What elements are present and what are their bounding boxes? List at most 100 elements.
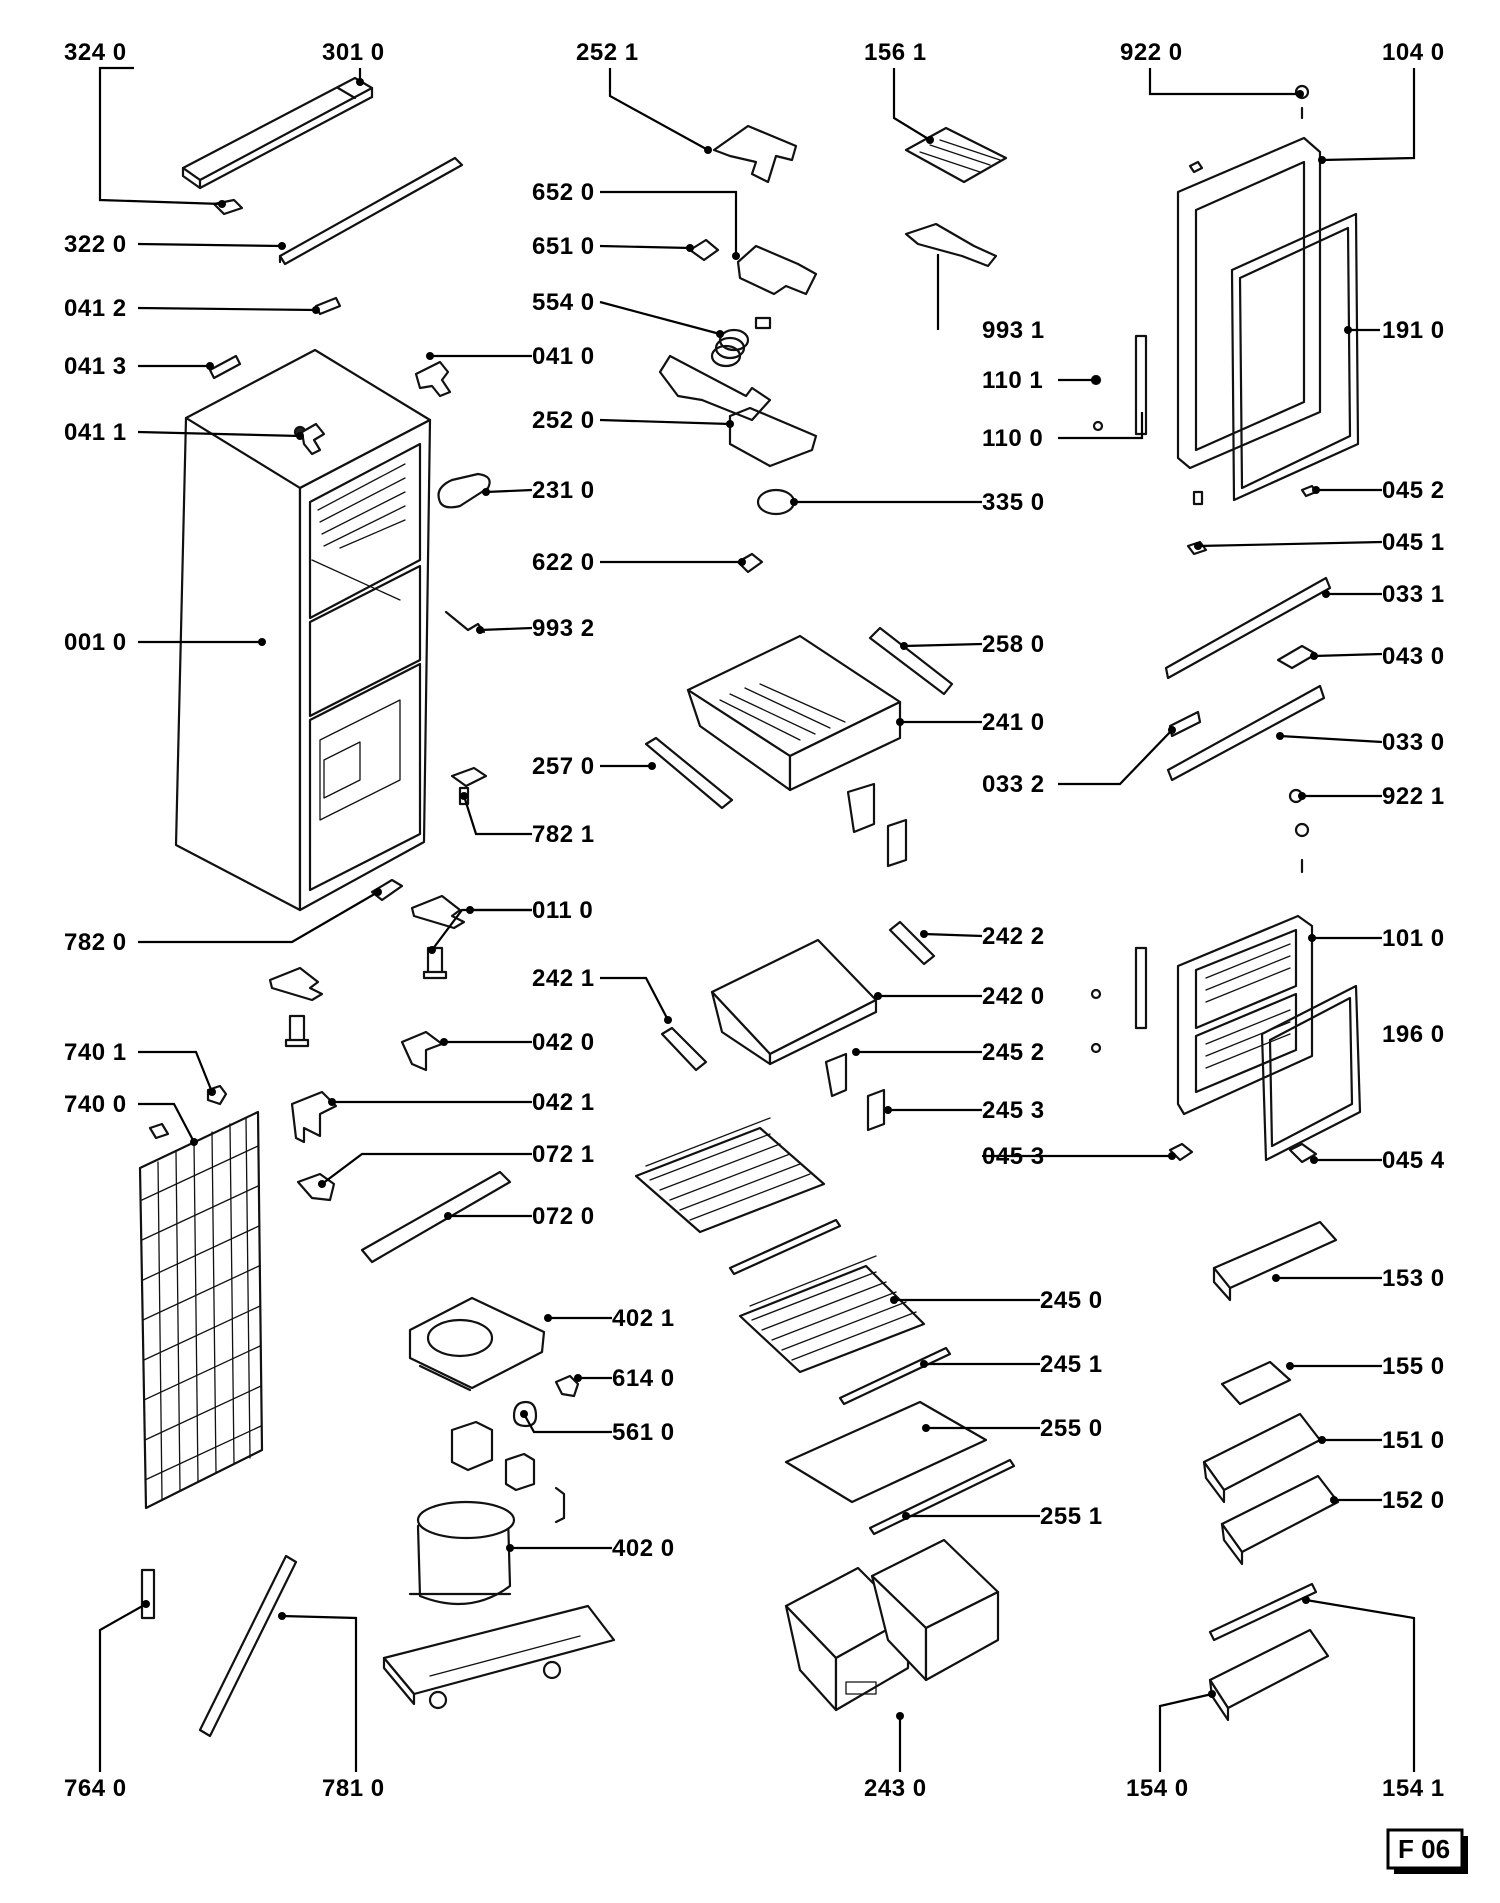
thermostat-part bbox=[736, 244, 818, 296]
crisper-rail-left-part bbox=[660, 1026, 708, 1072]
part-label: 245 3 bbox=[982, 1097, 1045, 1124]
bracket-small-part-2 bbox=[208, 354, 242, 380]
leader-lines bbox=[98, 66, 1416, 1772]
part-label: 257 0 bbox=[532, 753, 595, 780]
part-label: 402 1 bbox=[612, 1305, 675, 1332]
crisper-rail-part bbox=[888, 920, 936, 966]
cabinet-body-part bbox=[174, 348, 432, 912]
part-label: 243 0 bbox=[864, 1775, 927, 1802]
part-label: 156 1 bbox=[864, 39, 927, 66]
part-label: 614 0 bbox=[612, 1365, 675, 1392]
part-label: 245 1 bbox=[1040, 1351, 1103, 1378]
part-label: 045 1 bbox=[1382, 529, 1445, 556]
part-label: 764 0 bbox=[64, 1775, 127, 1802]
ice-scoop-part bbox=[904, 222, 998, 268]
part-label: 740 1 bbox=[64, 1039, 127, 1066]
lower-screw-part-2 bbox=[1294, 822, 1310, 838]
part-label: 245 0 bbox=[1040, 1287, 1103, 1314]
crisper-bracket-part bbox=[824, 1052, 848, 1098]
door-trim-part bbox=[1164, 576, 1332, 680]
part-label: 104 0 bbox=[1382, 39, 1445, 66]
freezer-door-part bbox=[1176, 136, 1322, 470]
part-label: 324 0 bbox=[64, 39, 127, 66]
plate-part bbox=[437, 472, 491, 509]
part-label: 045 3 bbox=[982, 1143, 1045, 1170]
part-label: 740 0 bbox=[64, 1091, 127, 1118]
egg-tray-part bbox=[1220, 1360, 1292, 1406]
lower-washer-part-2 bbox=[1090, 1042, 1102, 1054]
foot-part-2 bbox=[284, 1014, 310, 1048]
part-label: 041 1 bbox=[64, 419, 127, 446]
top-strip-part bbox=[278, 156, 464, 266]
shelf-trim-part-2 bbox=[838, 1346, 952, 1406]
part-label: 255 1 bbox=[1040, 1503, 1103, 1530]
hinge-part bbox=[414, 360, 452, 398]
part-label: 045 4 bbox=[1382, 1147, 1445, 1174]
part-label: 922 1 bbox=[1382, 783, 1445, 810]
part-label: 154 0 bbox=[1126, 1775, 1189, 1802]
vent-cover-part bbox=[712, 124, 798, 184]
lower-hinge-plate-part bbox=[1134, 946, 1148, 1030]
wire-part bbox=[554, 1486, 566, 1524]
part-label: 651 0 bbox=[532, 233, 595, 260]
drawer-bracket-part-2 bbox=[886, 818, 908, 868]
part-label: 241 0 bbox=[982, 709, 1045, 736]
hinge-bracket-part-2 bbox=[268, 966, 324, 1002]
figure-code-text: F 06 bbox=[1398, 1834, 1450, 1864]
part-label: 242 0 bbox=[982, 983, 1045, 1010]
lower-washer-part bbox=[1090, 988, 1102, 1000]
part-label: 154 1 bbox=[1382, 1775, 1445, 1802]
door-bin-part-2 bbox=[1220, 1474, 1340, 1566]
part-label: 043 0 bbox=[1382, 643, 1445, 670]
part-label: 561 0 bbox=[612, 1419, 675, 1446]
part-label: 255 0 bbox=[1040, 1415, 1103, 1442]
part-label: 033 1 bbox=[1382, 581, 1445, 608]
bracket-bar-part bbox=[140, 1568, 156, 1620]
part-label: 993 2 bbox=[532, 615, 595, 642]
coil-spring-part bbox=[710, 316, 772, 368]
part-label: 231 0 bbox=[532, 477, 595, 504]
ice-tray-part bbox=[904, 126, 1008, 184]
part-label: 993 1 bbox=[982, 317, 1045, 344]
part-label: 245 2 bbox=[982, 1039, 1045, 1066]
crisper-bracket-part-2 bbox=[866, 1088, 886, 1132]
relay-block-part-2 bbox=[504, 1452, 536, 1492]
parts-illustrations bbox=[138, 76, 1362, 1738]
compressor-part bbox=[408, 1500, 516, 1606]
part-label: 072 0 bbox=[532, 1203, 595, 1230]
condenser-clip-part-2 bbox=[148, 1122, 170, 1140]
washer-part-2 bbox=[1092, 420, 1104, 432]
knob-part bbox=[688, 238, 720, 262]
part-label: 101 0 bbox=[1382, 925, 1445, 952]
part-label: 110 1 bbox=[982, 367, 1043, 394]
wire-shelf-part-2 bbox=[738, 1255, 926, 1374]
part-label: 041 2 bbox=[64, 295, 127, 322]
part-label: 151 0 bbox=[1382, 1427, 1445, 1454]
part-label: 652 0 bbox=[532, 179, 595, 206]
part-label: 042 1 bbox=[532, 1089, 595, 1116]
part-label: 258 0 bbox=[982, 631, 1045, 658]
door-screw-part bbox=[1188, 160, 1204, 174]
fan-disk-part bbox=[756, 488, 796, 516]
part-label: 152 0 bbox=[1382, 1487, 1445, 1514]
fridge-door-part bbox=[1176, 914, 1314, 1116]
leveling-foot-part bbox=[450, 766, 488, 806]
part-labels: 324 0 301 0 252 1 156 1 922 0 104 0 652 … bbox=[64, 39, 1445, 1802]
freezer-drawer-part bbox=[686, 634, 902, 792]
lower-hinge-part bbox=[400, 1030, 444, 1072]
freezer-door-gasket-part bbox=[1230, 212, 1360, 502]
drawer-rail-left-part bbox=[644, 736, 734, 810]
part-label: 252 0 bbox=[532, 407, 595, 434]
shelf-trim-part bbox=[728, 1218, 842, 1276]
small-switch-part bbox=[736, 552, 764, 574]
part-label: 622 0 bbox=[532, 549, 595, 576]
hinge-bracket-part bbox=[410, 894, 466, 930]
part-label: 045 2 bbox=[1382, 477, 1445, 504]
part-label: 242 2 bbox=[982, 923, 1045, 950]
part-label: 242 1 bbox=[532, 965, 595, 992]
top-hinge-cover-part bbox=[181, 76, 374, 190]
figure-code-badge: F 06 bbox=[1386, 1828, 1468, 1874]
part-label: 153 0 bbox=[1382, 1265, 1445, 1292]
part-label: 041 0 bbox=[532, 343, 595, 370]
